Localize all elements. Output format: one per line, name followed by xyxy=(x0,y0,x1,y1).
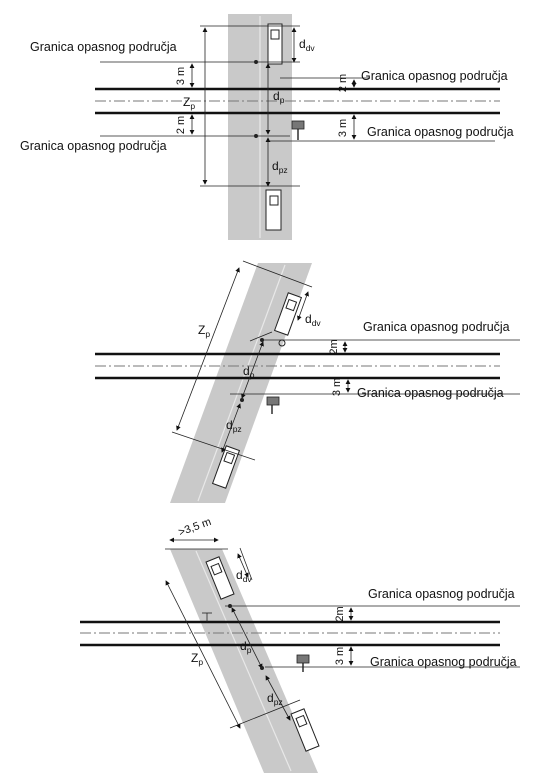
road-width-label: >3,5 m xyxy=(177,516,213,539)
dim-label-3m: 3 m xyxy=(331,378,343,396)
dim-label-3m: 3 m xyxy=(334,647,346,665)
ddv-symbol: ddv xyxy=(299,37,315,53)
road-centerline xyxy=(195,550,292,772)
railway-signal-icon xyxy=(291,120,305,140)
stop-point xyxy=(260,666,264,670)
ddv-symbol: ddv xyxy=(236,568,252,584)
ddv-dimension xyxy=(297,291,309,321)
boundary-label: Granica opasnog područja xyxy=(20,139,167,153)
boundary-label: Granica opasnog područja xyxy=(361,69,508,83)
boundary-label: Granica opasnog područja xyxy=(363,320,510,334)
dim-label-2m: 2 m xyxy=(337,74,349,92)
dim-label-3m: 3 m xyxy=(175,67,187,85)
stop-point xyxy=(228,604,232,608)
dim-label-2m: 2m xyxy=(328,339,340,354)
ddv-symbol: ddv xyxy=(305,312,321,328)
dpz-symbol: dpz xyxy=(226,418,242,434)
zp-extension-top xyxy=(242,260,313,288)
boundary-label: Granica opasnog područja xyxy=(370,655,517,669)
vehicle-north xyxy=(273,292,303,336)
panel-perpendicular: Granica opasnog područja Granica opasnog… xyxy=(20,14,514,240)
dim-label-3m: 3 m xyxy=(337,119,349,137)
dpz-dimension xyxy=(221,403,241,453)
stop-point xyxy=(240,398,244,402)
dpz-dimension xyxy=(265,675,291,721)
ddv-dimension xyxy=(237,553,249,578)
boundary-label: Granica opasnog područja xyxy=(368,587,515,601)
railway-signal-icon xyxy=(266,396,280,414)
zp-symbol: Zp xyxy=(198,323,210,339)
dim-label-2m: 2 m xyxy=(175,116,187,134)
boundary-label: Granica opasnog područja xyxy=(30,40,177,54)
vehicle-window xyxy=(269,195,279,206)
dpz-symbol: dpz xyxy=(267,691,283,707)
boundary-label: Granica opasnog područja xyxy=(367,125,514,139)
zp-dimension xyxy=(176,267,240,431)
vehicle-window xyxy=(270,29,280,40)
dp-dimension xyxy=(241,341,264,399)
panel-oblique: Granica opasnog područja Granica opasnog… xyxy=(95,260,520,503)
railway-signal-icon xyxy=(296,654,310,672)
zp-symbol: Zp xyxy=(191,651,203,667)
stop-tick-upper xyxy=(249,331,273,342)
dp-symbol: dp xyxy=(273,89,285,105)
dp-symbol: dp xyxy=(240,639,252,655)
vehicle-south xyxy=(290,708,320,752)
dpz-symbol: dpz xyxy=(272,159,288,175)
zp-extension-bottom xyxy=(171,431,256,461)
stop-point-south xyxy=(254,134,258,138)
panel-oblique-reverse: Granica opasnog područja Granica opasnog… xyxy=(80,516,520,773)
zp-dimension xyxy=(165,580,241,729)
zp-symbol: Zp xyxy=(183,95,195,111)
boundary-label: Granica opasnog područja xyxy=(357,386,504,400)
dp-dimension xyxy=(231,607,263,669)
dp-symbol: dp xyxy=(243,364,255,380)
dim-label-2m: 2m xyxy=(334,606,346,621)
marker-circle xyxy=(278,339,286,347)
stop-point-north xyxy=(254,60,258,64)
stop-point xyxy=(260,338,264,342)
road-centerline xyxy=(197,264,286,502)
